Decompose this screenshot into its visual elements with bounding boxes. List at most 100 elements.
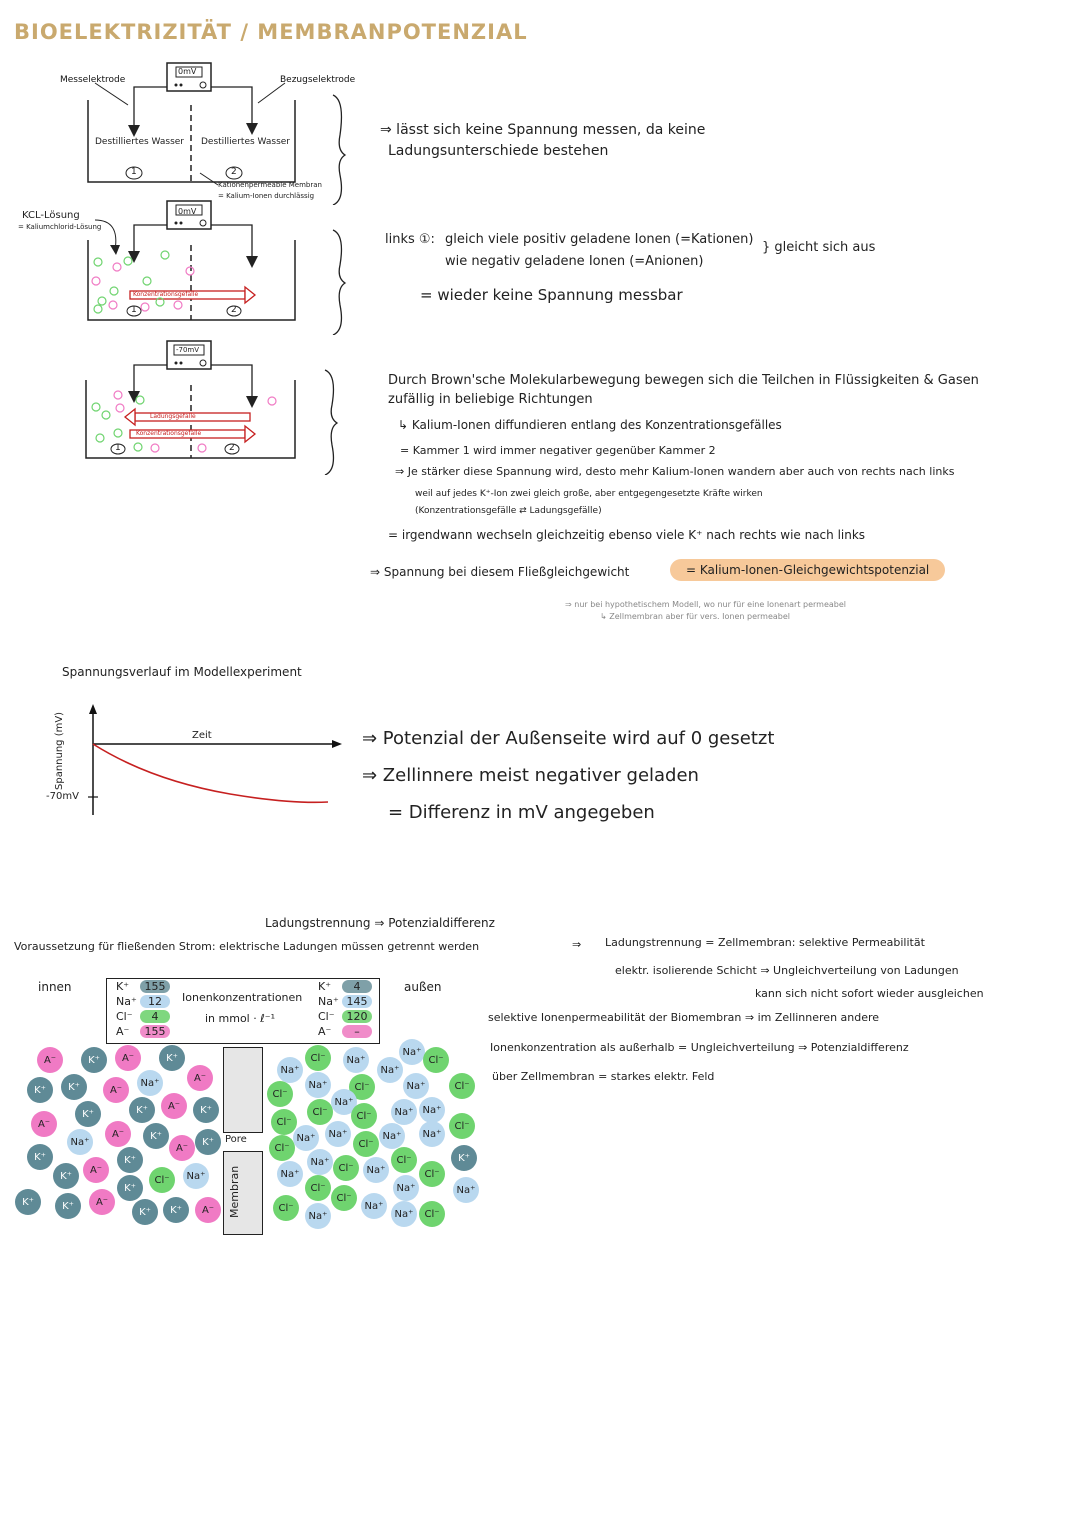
note3-line6: weil auf jedes K⁺-Ion zwei gleich große,…: [415, 489, 763, 499]
setup3-chamber-2-number: 2: [229, 443, 235, 453]
section2-arrow: ⇒: [572, 938, 582, 951]
ion-na-particle: Na⁺: [137, 1070, 163, 1096]
ion-na-particle: Na⁺: [403, 1073, 429, 1099]
note3-line8: = irgendwann wechseln gleichzeitig ebens…: [388, 528, 866, 542]
ion-k-particle: K⁺: [129, 1097, 155, 1123]
section2-line2: elektr. isolierende Schicht ⇒ Ungleichve…: [615, 964, 959, 977]
section2-heading: Ladungstrennung ⇒ Potenzialdifferenz: [265, 916, 495, 930]
ion-a-particle: A⁻: [115, 1045, 141, 1071]
setup1-diagram: [87, 62, 347, 205]
graph-x-label: Zeit: [192, 730, 212, 741]
ion-k-particle: K⁺: [159, 1045, 185, 1071]
setup1-left-electrode-label: Messelektrode: [60, 75, 126, 85]
section2-membrane-statement: Ladungstrennung = Zellmembran: selektive…: [605, 936, 925, 949]
ion-cl-particle: Cl⁻: [419, 1201, 445, 1227]
graph-y-tick-label: -70mV: [46, 791, 79, 802]
ion-na-particle: Na⁺: [361, 1193, 387, 1219]
ion-cl-particle: Cl⁻: [269, 1135, 295, 1161]
setup3-chamber-1-number: 1: [115, 443, 121, 453]
table-row: Cl⁻4: [116, 1010, 176, 1025]
table-row: A⁻155: [116, 1025, 176, 1040]
section2-line3: kann sich nicht sofort wieder ausgleiche…: [755, 987, 984, 1000]
ion-a-particle: A⁻: [89, 1189, 115, 1215]
ion-na-particle: Na⁺: [305, 1072, 331, 1098]
ion-k-particle: K⁺: [81, 1047, 107, 1073]
ion-cl-particle: Cl⁻: [305, 1045, 331, 1071]
ion-symbol: Cl⁻: [116, 1010, 133, 1023]
ion-na-particle: Na⁺: [393, 1175, 419, 1201]
ion-k-particle: K⁺: [53, 1163, 79, 1189]
table-center-title: Ionenkonzentrationen: [182, 991, 303, 1004]
ion-symbol: A⁻: [318, 1025, 332, 1038]
note3-line1: Durch Brown'sche Molekularbewegung beweg…: [388, 373, 979, 388]
graph-title: Spannungsverlauf im Modellexperiment: [62, 665, 302, 679]
ion-cl-particle: Cl⁻: [391, 1147, 417, 1173]
ion-symbol: Na⁺: [116, 995, 137, 1008]
ion-a-particle: A⁻: [105, 1121, 131, 1147]
ion-cl-particle: Cl⁻: [307, 1099, 333, 1125]
outside-label: außen: [404, 980, 442, 994]
ion-cl-particle: Cl⁻: [331, 1185, 357, 1211]
graph-note-2: ⇒ Zellinnere meist negativer geladen: [362, 765, 699, 786]
pore-label: Pore: [225, 1134, 247, 1145]
note1-line1: ⇒ lässt sich keine Spannung messen, da k…: [380, 122, 706, 138]
ion-k-particle: K⁺: [55, 1193, 81, 1219]
ion-cl-particle: Cl⁻: [333, 1155, 359, 1181]
voltage-graph: [88, 704, 342, 815]
ion-symbol: K⁺: [318, 980, 332, 993]
setup3-meter-value: -70mV: [176, 346, 200, 354]
ion-concentration-value: 145: [342, 995, 372, 1008]
note3-line4: = Kammer 1 wird immer negativer gegenübe…: [400, 444, 716, 457]
voltage-curve: [92, 743, 329, 804]
graph-y-label: Spannung (mV): [54, 711, 65, 790]
table-row: Na⁺12: [116, 995, 176, 1010]
ion-symbol: K⁺: [116, 980, 130, 993]
ion-a-particle: A⁻: [83, 1157, 109, 1183]
ion-k-particle: K⁺: [117, 1175, 143, 1201]
setup1-chamber-2-number: 2: [231, 167, 237, 177]
setup3-diagram: [85, 340, 339, 475]
ion-na-particle: Na⁺: [305, 1203, 331, 1229]
note3-line3: ↳ Kalium-Ionen diffundieren entlang des …: [398, 418, 782, 432]
ion-na-particle: Na⁺: [391, 1201, 417, 1227]
ion-a-particle: A⁻: [169, 1135, 195, 1161]
ion-na-particle: Na⁺: [343, 1047, 369, 1073]
note2-prefix: links ①:: [385, 232, 435, 247]
note3-line7: (Konzentrationsgefälle ⇄ Ladungsgefälle): [415, 506, 602, 516]
setup1-left-chamber: Destilliertes Wasser: [95, 137, 184, 147]
ion-cl-particle: Cl⁻: [273, 1195, 299, 1221]
note3-footnote-2: ↳ Zellmembran aber für vers. Ionen perme…: [600, 612, 790, 621]
membrane-upper: [223, 1047, 263, 1133]
ion-na-particle: Na⁺: [67, 1129, 93, 1155]
ion-na-particle: Na⁺: [277, 1161, 303, 1187]
ion-k-particle: K⁺: [195, 1129, 221, 1155]
graph-note-3: = Differenz in mV angegeben: [388, 802, 655, 823]
table-center-unit: in mmol · ℓ⁻¹: [205, 1012, 275, 1025]
graph-note-1: ⇒ Potenzial der Außenseite wird auf 0 ge…: [362, 728, 775, 749]
ion-a-particle: A⁻: [187, 1065, 213, 1091]
membrane-lower: [223, 1151, 263, 1235]
table-row: K⁺4: [318, 980, 378, 995]
ion-cl-particle: Cl⁻: [351, 1103, 377, 1129]
ion-k-particle: K⁺: [15, 1189, 41, 1215]
table-row: Na⁺145: [318, 995, 378, 1010]
ion-cl-particle: Cl⁻: [267, 1081, 293, 1107]
ion-symbol: Na⁺: [318, 995, 339, 1008]
note2-brace: } gleicht sich aus: [762, 240, 876, 255]
note2-line2: wie negativ geladene Ionen (=Anionen): [445, 254, 704, 269]
ion-cl-particle: Cl⁻: [271, 1109, 297, 1135]
kcl-solution-sublabel: = Kaliumchlorid-Lösung: [18, 223, 102, 231]
setup1-membrane-label: Kationenpermeable Membran: [218, 181, 322, 189]
setup2-concentration-arrow-label: Konzentrationsgefälle: [133, 291, 199, 298]
kcl-solution-label: KCL-Lösung: [22, 210, 80, 221]
note2-line1: gleich viele positiv geladene Ionen (=Ka…: [445, 232, 754, 247]
ion-k-particle: K⁺: [451, 1145, 477, 1171]
ion-cl-particle: Cl⁻: [449, 1073, 475, 1099]
setup2-chamber-1-number: 1: [131, 305, 137, 315]
ion-a-particle: A⁻: [31, 1111, 57, 1137]
ion-cl-particle: Cl⁻: [449, 1113, 475, 1139]
ion-concentration-value: 155: [140, 980, 170, 993]
ion-symbol: A⁻: [116, 1025, 130, 1038]
setup2-meter-value: 0mV: [178, 207, 197, 216]
setup1-meter-value: 0mV: [178, 67, 197, 76]
